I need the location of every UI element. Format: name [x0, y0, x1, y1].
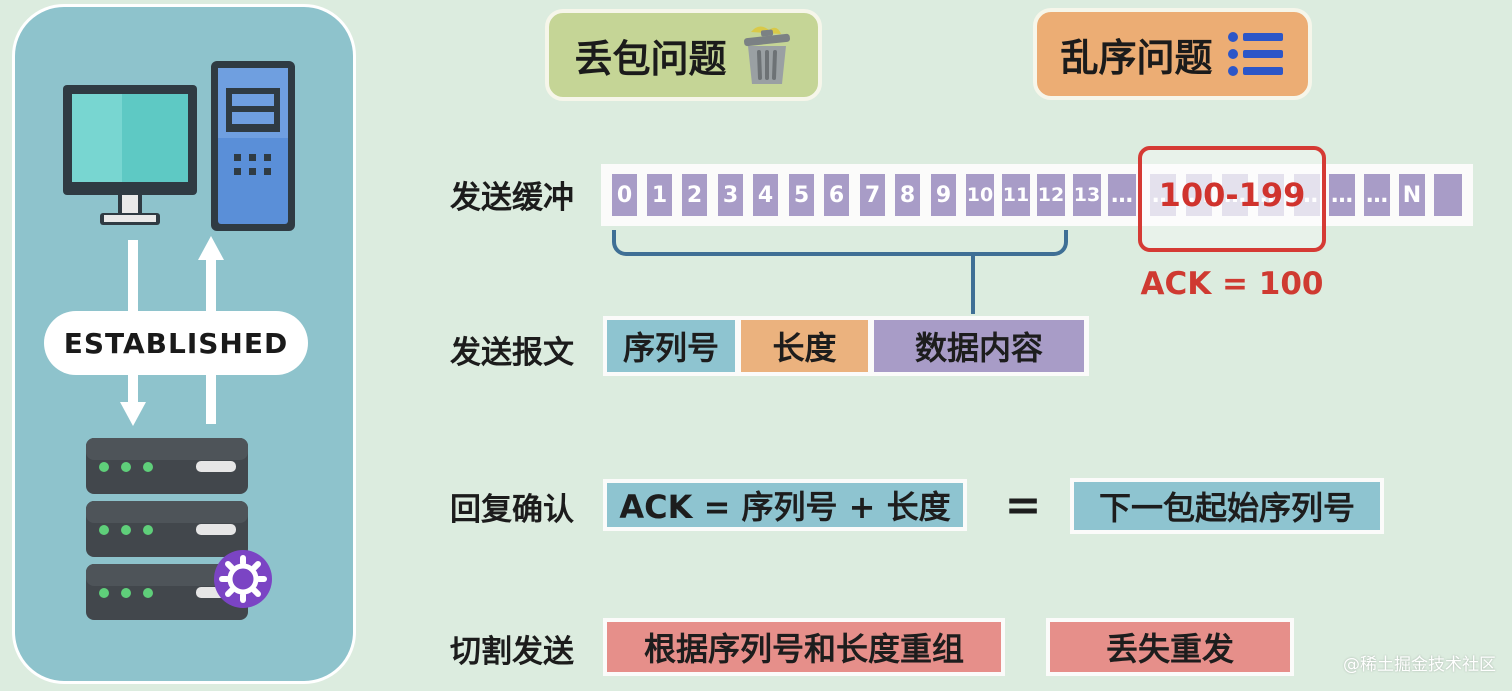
segment-bracket: [612, 230, 1068, 256]
buffer-cell: …: [1329, 174, 1355, 216]
buffer-cell: …: [1186, 174, 1212, 216]
buffer-cell: 3: [718, 174, 743, 216]
out-of-order-highlight-box: [1138, 146, 1326, 252]
packet-length-field: 长度: [741, 320, 868, 372]
packet-seq-field: 序列号: [607, 320, 735, 372]
buffer-cell: 12: [1037, 174, 1065, 216]
gear-icon: [214, 550, 272, 608]
monitor-icon: [63, 85, 197, 225]
out-of-order-label: 乱序问题: [1060, 35, 1213, 80]
buffer-cell: 0: [612, 174, 637, 216]
buffer-cell: …: [1294, 174, 1320, 216]
ack-formula-box: ACK = 序列号 + 长度: [607, 483, 963, 527]
buffer-cell: 5: [789, 174, 814, 216]
buffer-cell: 11: [1002, 174, 1030, 216]
out-of-order-tag: 乱序问题: [1033, 8, 1312, 100]
up-arrow-icon: [198, 236, 224, 260]
next-seq-box: 下一包起始序列号: [1074, 482, 1380, 530]
buffer-cell: 13: [1073, 174, 1101, 216]
established-badge: ESTABLISHED: [44, 311, 308, 375]
highlight-range-label: 100-199: [1158, 176, 1306, 214]
buffer-cell: 8: [895, 174, 920, 216]
send-buffer-label: 发送缓冲: [450, 180, 574, 216]
buffer-cell: …: [1364, 174, 1390, 216]
send-packet-label: 发送报文: [450, 335, 574, 371]
buffer-cell: N: [1399, 174, 1425, 216]
buffer-cell: 1: [647, 174, 672, 216]
segment-bracket-stem: [971, 254, 975, 314]
packet-loss-label: 丢包问题: [574, 36, 727, 81]
buffer-cell: …: [1108, 174, 1136, 216]
watermark: @稀土掘金技术社区: [1343, 655, 1496, 675]
buffer-cell: …: [1258, 174, 1284, 216]
buffer-cell: …: [1150, 174, 1176, 216]
list-icon: [1227, 32, 1283, 76]
ack-value-label: ACK = 100: [1140, 266, 1324, 302]
buffer-cell: 10: [966, 174, 994, 216]
server-rack-icon: [86, 438, 248, 620]
equals-sign: =: [1004, 479, 1042, 531]
split-send-label: 切割发送: [450, 634, 574, 670]
packet-data-field: 数据内容: [874, 320, 1084, 372]
packet-loss-tag: 丢包问题: [545, 9, 822, 101]
buffer-cell: 9: [931, 174, 956, 216]
buffer-cell: …: [1222, 174, 1248, 216]
ack-reply-label: 回复确认: [450, 492, 574, 528]
resend-box: 丢失重发: [1050, 622, 1290, 672]
buffer-cell: 4: [753, 174, 778, 216]
buffer-cell: 7: [860, 174, 885, 216]
buffer-cell: 2: [682, 174, 707, 216]
buffer-cell: [1434, 174, 1462, 216]
reassemble-box: 根据序列号和长度重组: [607, 622, 1001, 672]
computer-tower-icon: [211, 61, 295, 231]
trash-can-icon: [743, 26, 790, 84]
buffer-cell: 6: [824, 174, 849, 216]
down-arrow-icon: [120, 402, 146, 426]
